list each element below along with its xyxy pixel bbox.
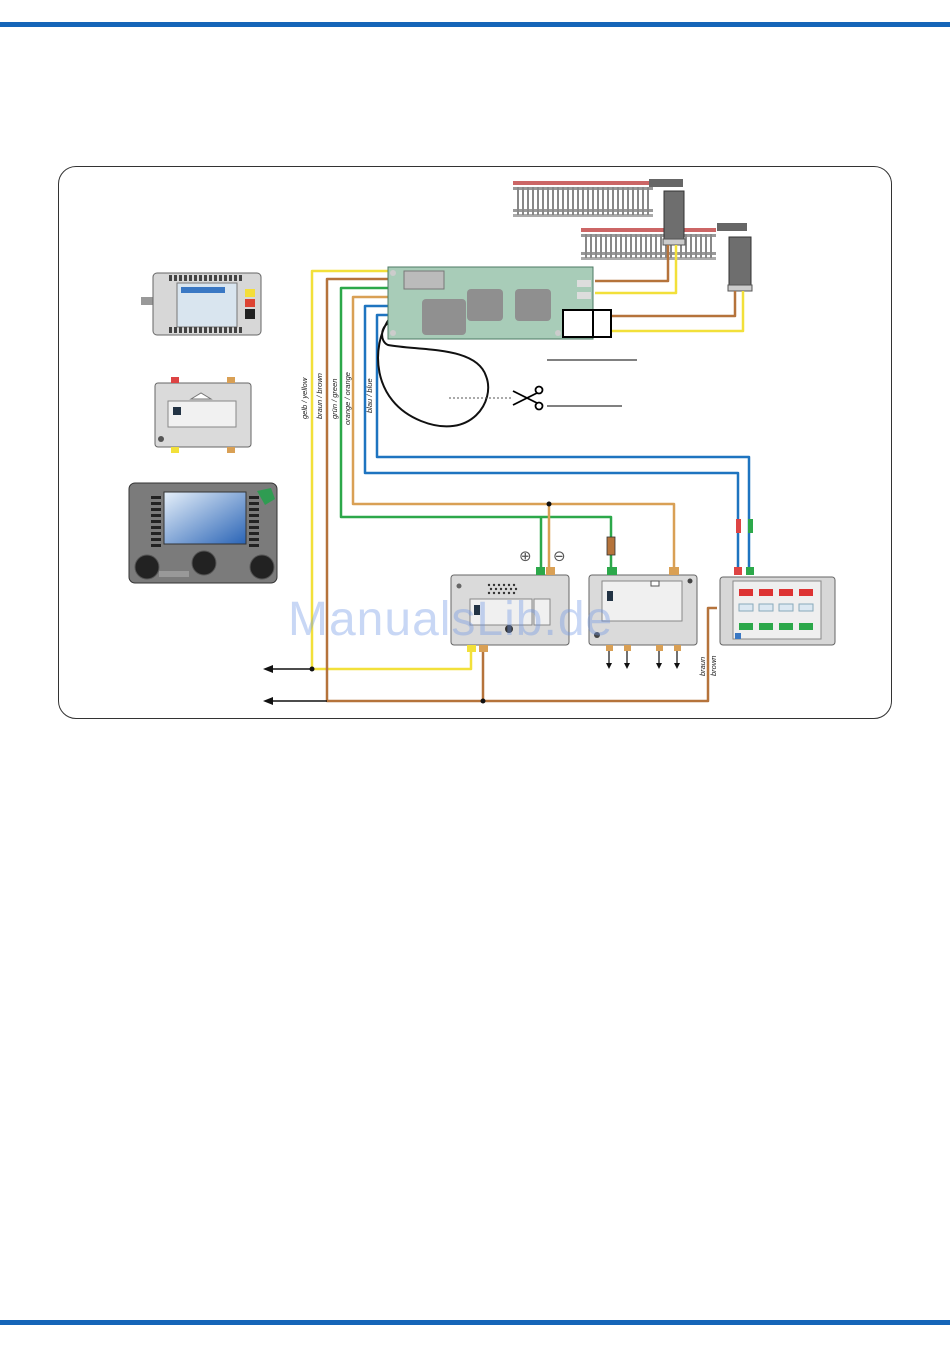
scissors-icon: [513, 387, 543, 410]
point-motor-lower: [717, 223, 752, 291]
decoder-board: [388, 267, 611, 339]
arrow-down-icon: [606, 663, 612, 669]
digital-unit-module: [155, 377, 251, 453]
track-upper: [513, 181, 653, 217]
arrow-left-icon: [263, 697, 273, 705]
wire-label-orange: orange / orange: [343, 372, 352, 425]
arrow-down-icon: [674, 663, 680, 669]
handheld-controller: [129, 483, 277, 583]
wire-label-brown-en: brown: [709, 656, 718, 676]
wire-label-braun: braun: [698, 657, 707, 676]
arrow-down-icon: [656, 663, 662, 669]
wire-label-yellow: gelb / yellow: [300, 377, 309, 419]
track-lower: [581, 228, 716, 260]
plus-symbol: ⊕: [519, 548, 532, 565]
bottom-rule: [0, 1320, 950, 1325]
arrow-down-icon: [624, 663, 630, 669]
arrow-left-icon: [263, 665, 273, 673]
watermark: ManualsLib.de: [288, 592, 668, 652]
minus-symbol: ⊖: [553, 548, 566, 565]
wire-label-brown: braun / brown: [315, 373, 324, 419]
booster-module: [141, 273, 261, 335]
wire-label-blue: blau / blue: [365, 378, 374, 413]
top-rule: [0, 22, 950, 27]
wire-label-green: grün / green: [330, 379, 339, 419]
